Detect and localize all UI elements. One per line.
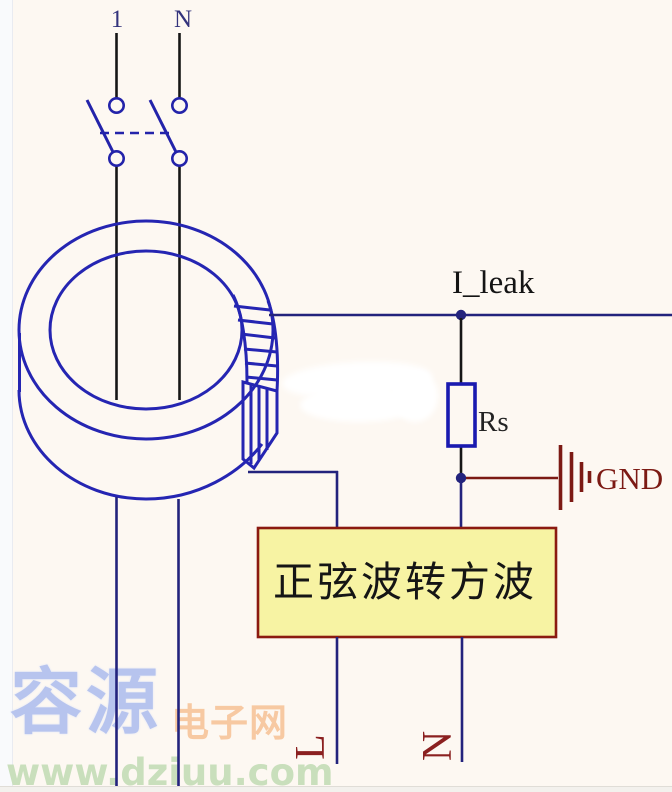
switch-lever-left bbox=[85, 99, 115, 153]
junction-dot bbox=[455, 472, 467, 484]
winding-side-face bbox=[241, 380, 279, 471]
mains-input-wires bbox=[115, 33, 181, 400]
winding-turn bbox=[240, 332, 276, 340]
ground-symbol bbox=[466, 445, 592, 510]
input-line-label: 1 bbox=[111, 6, 124, 33]
ileak-net-label: I_leak bbox=[452, 265, 535, 301]
switch-lever-right bbox=[148, 99, 178, 153]
watermark-site-url: www.dziuu.com bbox=[6, 751, 334, 792]
resistor-body bbox=[446, 382, 477, 448]
left-edge-strip bbox=[0, 0, 13, 792]
switch-contact bbox=[108, 97, 126, 115]
secondary-winding bbox=[231, 294, 280, 471]
winding-turn bbox=[245, 375, 278, 382]
watermark-site-name: 容源 bbox=[10, 660, 163, 744]
ground-label: GND bbox=[596, 461, 663, 496]
switch-contact bbox=[108, 150, 126, 168]
secondary-leads bbox=[248, 309, 672, 529]
bottom-edge-strip bbox=[0, 786, 672, 792]
output-line-label: L bbox=[288, 734, 334, 760]
watermark-site-suffix: 电子网 bbox=[171, 701, 289, 745]
winding-turn bbox=[233, 304, 271, 312]
junction-dot bbox=[455, 309, 467, 321]
converter-label: 正弦波转方波 bbox=[273, 559, 537, 605]
switch-contact bbox=[171, 97, 189, 115]
output-neutral-label: N bbox=[415, 731, 461, 761]
winding-turn bbox=[243, 347, 278, 354]
resistor-symbol bbox=[446, 382, 477, 448]
winding-outer-edge bbox=[266, 300, 280, 392]
converter-block bbox=[256, 526, 558, 764]
core-inner-ring bbox=[48, 249, 244, 411]
switch-contact bbox=[171, 150, 189, 168]
resistor-label: Rs bbox=[478, 406, 509, 438]
current-transformer-symbol bbox=[17, 219, 280, 786]
core-lower-rim bbox=[17, 389, 264, 501]
dpst-switch-symbol bbox=[85, 97, 189, 168]
winding-turn bbox=[237, 318, 274, 326]
input-neutral-label: N bbox=[174, 6, 192, 33]
core-outer-ring bbox=[17, 219, 275, 441]
converter-box bbox=[256, 526, 558, 639]
winding-turn bbox=[244, 361, 278, 368]
white-smudge bbox=[392, 370, 438, 422]
winding-inner-edge bbox=[231, 294, 249, 383]
